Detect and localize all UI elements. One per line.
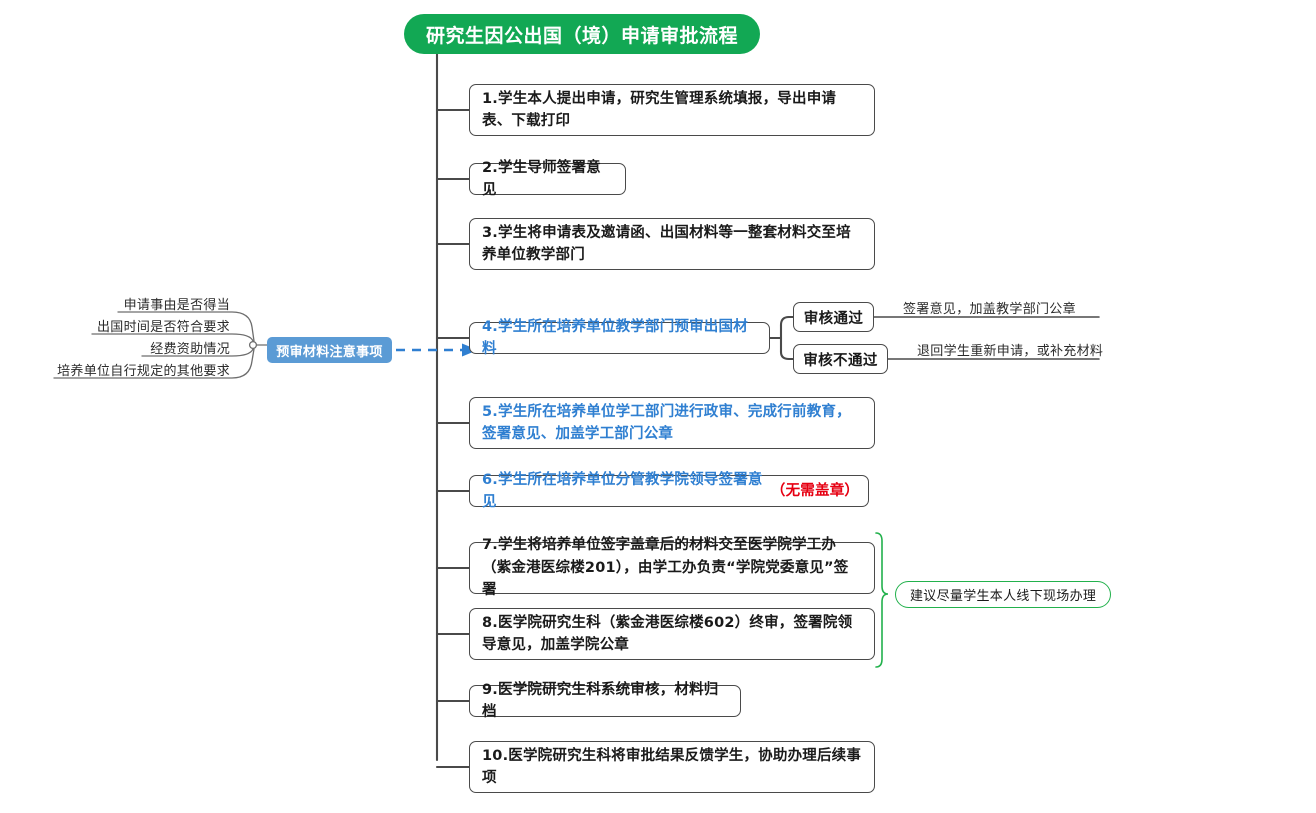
step-label-1: 1.学生本人提出申请，研究生管理系统填报，导出申请表、下载打印 [482, 90, 837, 129]
precheck-item-3: 经费资助情况 [0, 338, 230, 357]
precheck-callout-node[interactable]: 预审材料注意事项 [267, 337, 392, 363]
step-label-4: 4.学生所在培养单位教学部门预审出国材料 [482, 318, 748, 357]
step-node-1[interactable]: 1.学生本人提出申请，研究生管理系统填报，导出申请表、下载打印 [469, 84, 875, 136]
step-node-6[interactable]: 6.学生所在培养单位分管教学院领导签署意见 （无需盖章） [469, 472, 869, 510]
precheck-item-2-text: 出国时间是否符合要求 [96, 320, 230, 335]
step-node-9[interactable]: 9.医学院研究生科系统审核，材料归档 [469, 682, 741, 720]
step-label-9: 9.医学院研究生科系统审核，材料归档 [482, 681, 719, 720]
precheck-item-2: 出国时间是否符合要求 [0, 316, 230, 335]
outcome-node-pass[interactable]: 审核通过 [793, 302, 874, 332]
precheck-item-3-text: 经费资助情况 [150, 342, 230, 357]
offline-handling-annotation[interactable]: 建议尽量学生本人线下现场办理 [895, 581, 1112, 608]
outcome-label-pass: 审核通过 [803, 310, 864, 327]
precheck-callout-label: 预审材料注意事项 [276, 344, 383, 360]
step-label-6: 6.学生所在培养单位分管教学院领导签署意见 [482, 471, 763, 510]
step-6-red-note: （无需盖章） [770, 482, 860, 499]
step-label-3: 3.学生将申请表及邀请函、出国材料等一整套材料交至培养单位教学部门 [482, 224, 851, 263]
root-title-node[interactable]: 研究生因公出国（境）申请审批流程 [404, 14, 761, 54]
step-node-5[interactable]: 5.学生所在培养单位学工部门进行政审、完成行前教育，签署意见、加盖学工部门公章 [469, 397, 875, 449]
precheck-item-1-text: 申请事由是否得当 [123, 298, 230, 313]
step-label-5: 5.学生所在培养单位学工部门进行政审、完成行前教育，签署意见、加盖学工部门公章 [482, 403, 851, 442]
outcome-label-fail: 审核不通过 [803, 352, 878, 369]
outcome-note-fail-text: 退回学生重新申请，或补充材料 [917, 344, 1104, 359]
step-node-10[interactable]: 10.医学院研究生科将审批结果反馈学生，协助办理后续事项 [469, 741, 875, 793]
outcome-note-pass-text: 签署意见，加盖教学部门公章 [903, 302, 1076, 317]
step-label-8: 8.医学院研究生科（紫金港医综楼602）终审，签署院领导意见，加盖学院公章 [482, 614, 853, 653]
outcome-node-fail[interactable]: 审核不通过 [793, 344, 888, 374]
step-node-2[interactable]: 2.学生导师签署意见 [469, 160, 626, 198]
step-node-7[interactable]: 7.学生将培养单位签字盖章后的材料交至医学院学工办（紫金港医综楼201），由学工… [469, 537, 875, 598]
step-node-8[interactable]: 8.医学院研究生科（紫金港医综楼602）终审，签署院领导意见，加盖学院公章 [469, 608, 875, 660]
step-label-10: 10.医学院研究生科将审批结果反馈学生，协助办理后续事项 [482, 747, 862, 786]
step-node-4[interactable]: 4.学生所在培养单位教学部门预审出国材料 [469, 319, 770, 357]
outcome-note-fail: 退回学生重新申请，或补充材料 [917, 340, 1103, 359]
step-label-7: 7.学生将培养单位签字盖章后的材料交至医学院学工办（紫金港医综楼201），由学工… [482, 537, 849, 599]
precheck-item-1: 申请事由是否得当 [0, 294, 230, 313]
offline-handling-annotation-text: 建议尽量学生本人线下现场办理 [910, 589, 1097, 604]
precheck-item-4: 培养单位自行规定的其他要求 [0, 360, 230, 379]
root-title-text: 研究生因公出国（境）申请审批流程 [426, 24, 739, 47]
step-node-3[interactable]: 3.学生将申请表及邀请函、出国材料等一整套材料交至培养单位教学部门 [469, 218, 875, 270]
outcome-note-pass: 签署意见，加盖教学部门公章 [903, 298, 1076, 317]
precheck-item-4-text: 培养单位自行规定的其他要求 [57, 364, 230, 379]
step-label-2: 2.学生导师签署意见 [482, 159, 601, 198]
